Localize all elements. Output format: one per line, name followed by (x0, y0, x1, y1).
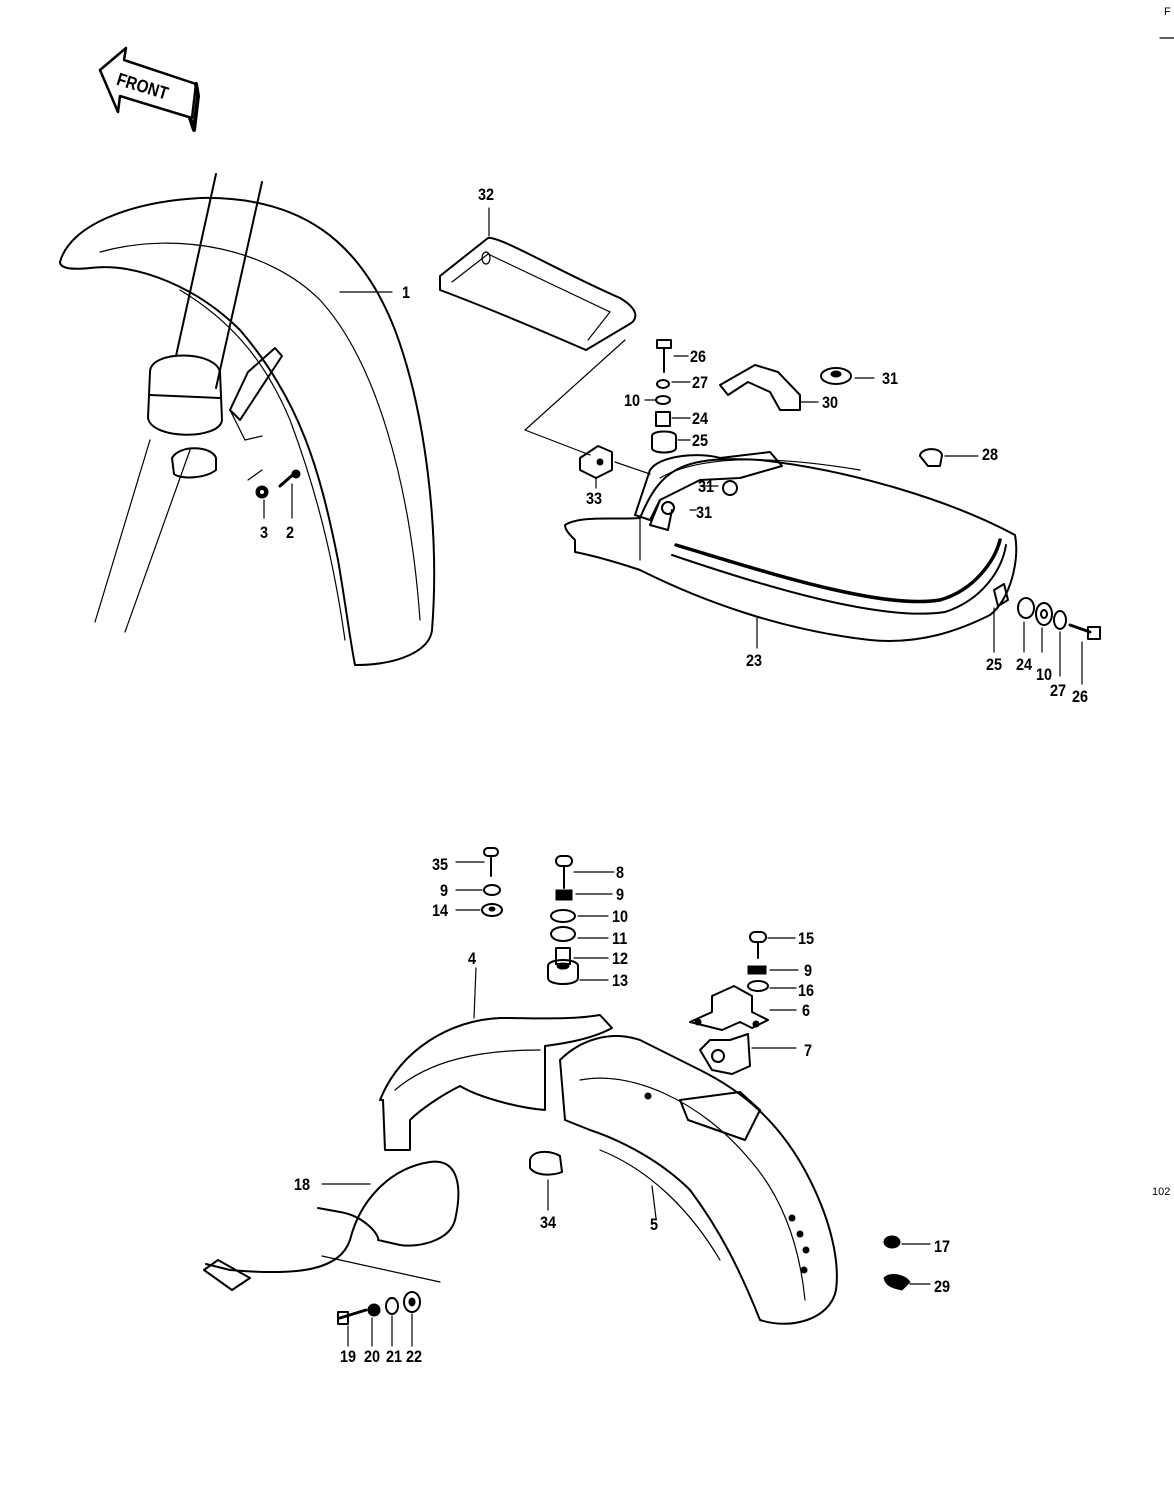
callout-31-low: 31 (696, 503, 713, 522)
bolt-19-icon (337, 1308, 368, 1325)
bolt-15-icon (749, 931, 767, 959)
callout-31-mid: 31 (698, 477, 715, 496)
washer-11-icon (550, 926, 576, 942)
callout-8: 8 (616, 863, 625, 882)
nut-17-icon (883, 1235, 901, 1249)
callout-13: 13 (612, 971, 629, 990)
callout-34: 34 (540, 1213, 557, 1232)
bracket-6-icon (689, 985, 769, 1031)
washer-16-icon (747, 980, 769, 992)
bolt-8-icon (555, 855, 573, 889)
callout-14: 14 (432, 901, 449, 920)
callout-33: 33 (586, 489, 603, 508)
callout-25-top: 25 (692, 431, 709, 450)
callout-22: 22 (406, 1347, 423, 1366)
washer-14-icon (481, 903, 503, 917)
callout-29: 29 (934, 1277, 951, 1296)
callout-7: 7 (804, 1041, 813, 1060)
callout-28: 28 (982, 445, 999, 464)
callout-2: 2 (286, 523, 295, 542)
rear-seat-hardware (993, 583, 1101, 685)
callout-24-top: 24 (692, 409, 709, 428)
callout-35: 35 (432, 855, 449, 874)
washer-27-icon (656, 379, 670, 389)
callout-17: 17 (934, 1237, 951, 1256)
washer-22-icon (403, 1291, 421, 1313)
callout-21: 21 (386, 1347, 403, 1366)
callout-18: 18 (294, 1175, 311, 1194)
grommet-34-icon (529, 1150, 563, 1176)
callout-1: 1 (402, 283, 411, 302)
callout-6: 6 (802, 1001, 811, 1020)
callout-26-top: 26 (690, 347, 707, 366)
bolt-26-icon (656, 339, 672, 373)
damper-25-icon (651, 430, 677, 454)
front-fender (59, 196, 436, 666)
callout-10-mid: 10 (612, 907, 629, 926)
front-arrow-icon (98, 46, 200, 132)
callout-26-right: 26 (1072, 687, 1089, 706)
nut-3-icon (255, 485, 269, 499)
grab-rail (203, 1160, 460, 1291)
damper-13-icon (547, 959, 579, 985)
callout-30: 30 (822, 393, 839, 412)
callout-9-mid: 9 (616, 885, 625, 904)
washer-21-icon (385, 1297, 399, 1315)
callout-11: 11 (612, 929, 628, 948)
damper-31-icon (820, 367, 852, 385)
collar-12-icon (555, 947, 571, 965)
washer-10-icon (550, 909, 576, 923)
callout-10-right: 10 (1036, 665, 1053, 684)
callout-19: 19 (340, 1347, 357, 1366)
callout-4: 4 (468, 949, 477, 968)
callout-25-right: 25 (986, 655, 1003, 674)
lock-washer-20-icon (367, 1303, 381, 1317)
callout-10-top: 10 (624, 391, 641, 410)
callout-31-top: 31 (882, 369, 899, 388)
lock-washer-9b-icon (747, 965, 767, 975)
grommet-28-icon (919, 448, 943, 467)
latch-33-icon (579, 445, 613, 479)
collar-24-icon (655, 411, 671, 427)
seat (564, 458, 1018, 642)
callout-15: 15 (798, 929, 815, 948)
washer-9-icon (483, 884, 501, 896)
bolt-2-icon (278, 469, 301, 488)
seat-hinge-bracket (634, 451, 783, 531)
rear-fender-front-section (379, 967, 613, 1151)
bracket-7-icon (699, 1033, 751, 1075)
callout-24-right: 24 (1016, 655, 1033, 674)
callout-3: 3 (260, 523, 269, 542)
bolt-35-icon (483, 847, 499, 877)
rear-fender (559, 1035, 838, 1325)
callout-20: 20 (364, 1347, 381, 1366)
grommet-29-icon (883, 1274, 911, 1291)
callout-9-left: 9 (440, 881, 449, 900)
callout-9-right: 9 (804, 961, 813, 980)
callout-32: 32 (478, 185, 495, 204)
bracket-30-icon (719, 364, 801, 411)
corner-mark: F (1164, 6, 1171, 18)
callout-16: 16 (798, 981, 815, 1000)
callout-12: 12 (612, 949, 629, 968)
callout-5: 5 (650, 1215, 659, 1234)
lock-washer-9-icon (555, 889, 573, 901)
side-code: 102 (1152, 1186, 1171, 1198)
seat-tray (439, 236, 637, 351)
callout-27-right: 27 (1050, 681, 1067, 700)
callout-23: 23 (746, 651, 763, 670)
front-fork (94, 173, 263, 633)
callout-27-top: 27 (692, 373, 709, 392)
washer-10-icon (655, 395, 671, 405)
